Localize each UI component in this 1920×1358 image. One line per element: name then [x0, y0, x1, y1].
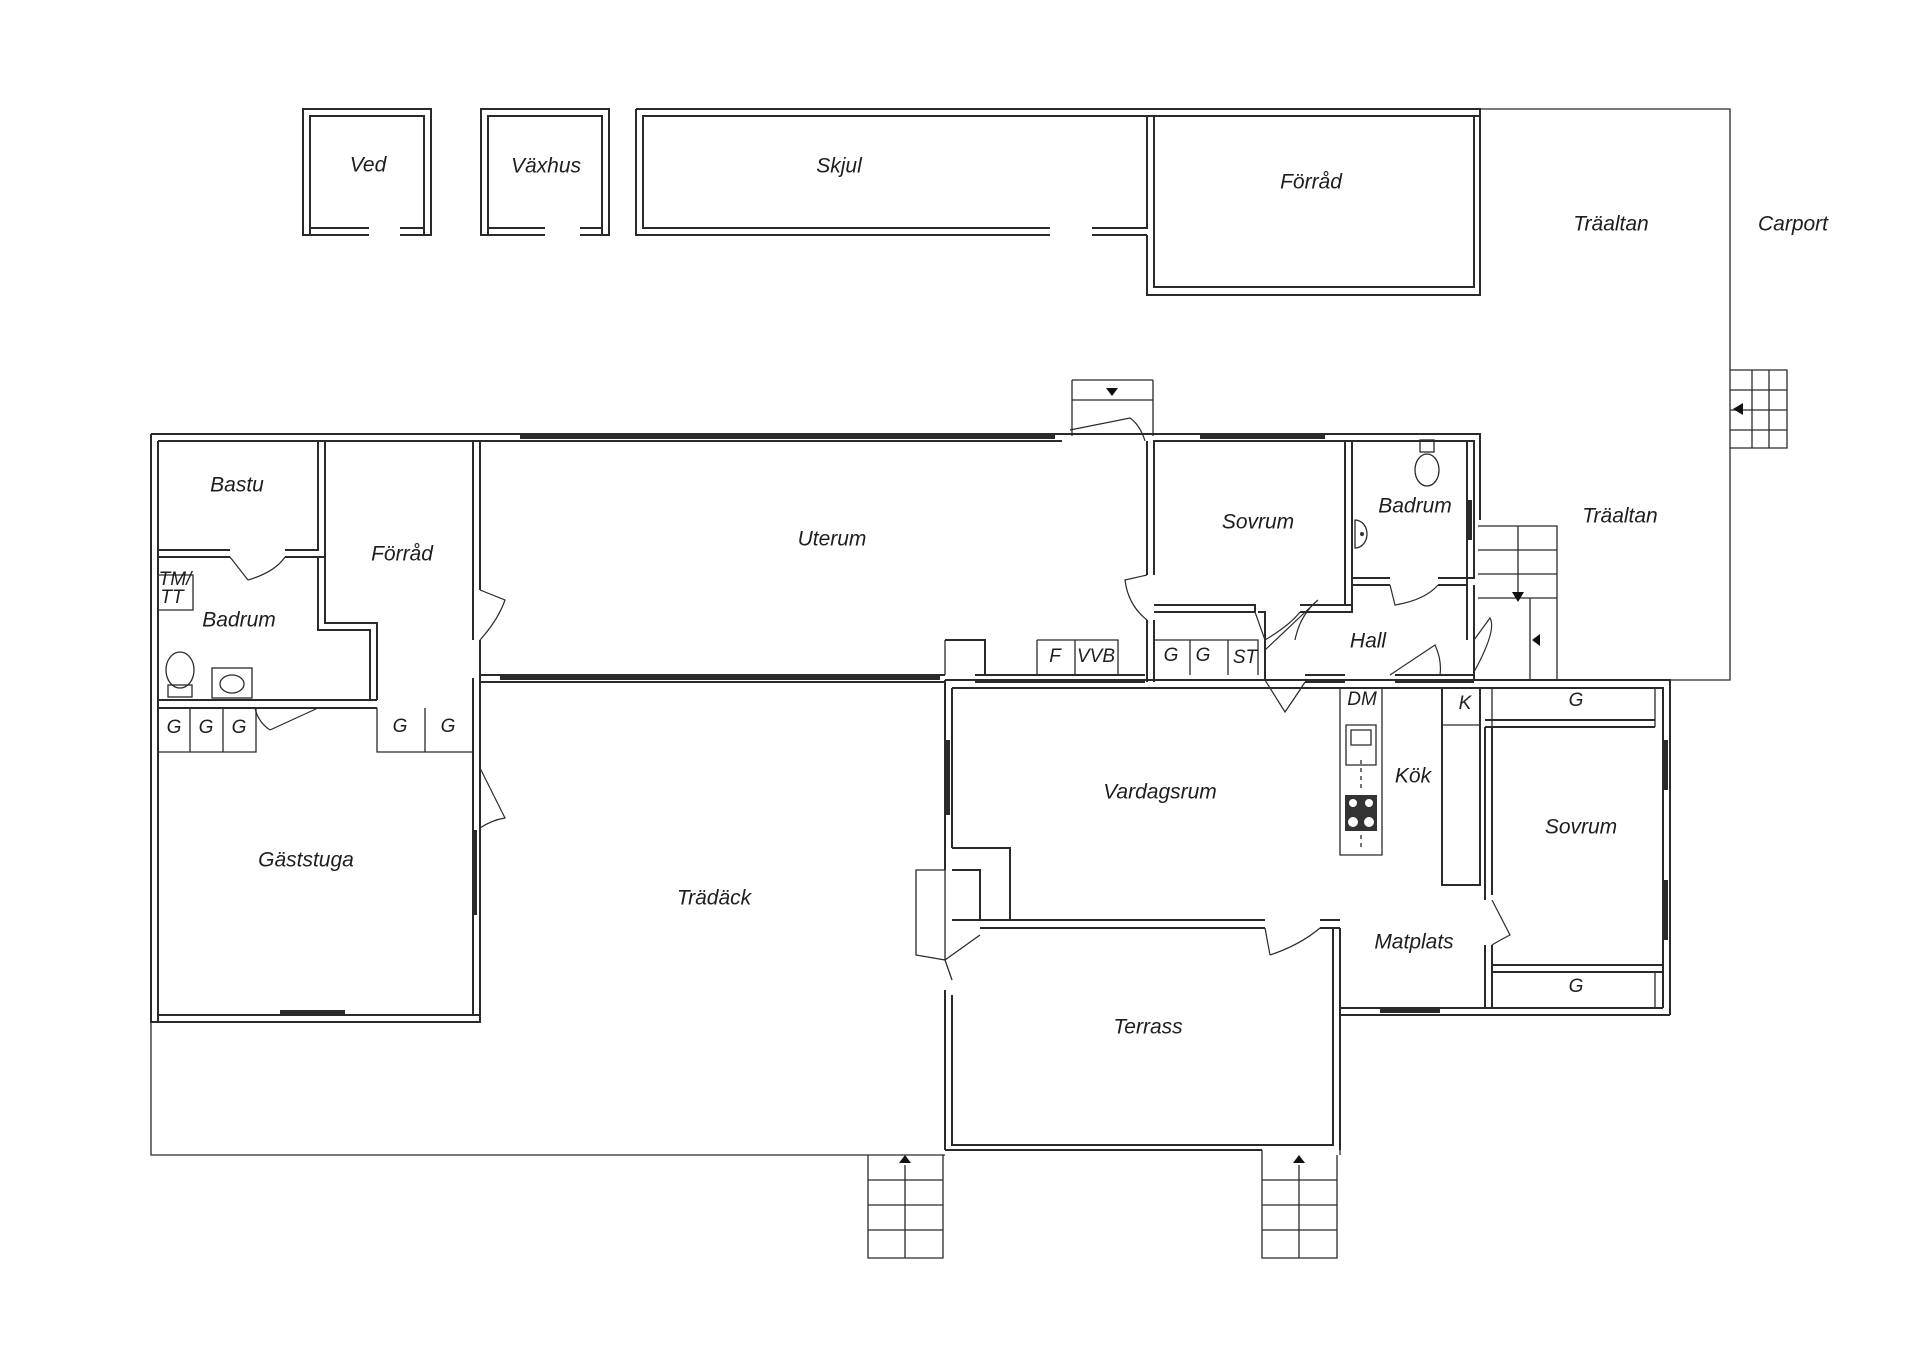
fixture-label-g: G — [1196, 645, 1211, 666]
uterum-right-wall — [1069, 417, 1155, 682]
fixture-label-g: G — [1569, 690, 1584, 711]
fixture-label-dm: DM — [1347, 689, 1377, 710]
living-area-walls — [944, 679, 1671, 1150]
sink-icon — [1354, 519, 1368, 549]
vaxhus-building — [480, 108, 610, 236]
room-label-skjul: Skjul — [816, 155, 863, 178]
room-label-badrum-right: Badrum — [1378, 495, 1452, 518]
room-label-ved: Ved — [350, 154, 388, 177]
fixture-label-tt: TT — [160, 587, 185, 608]
room-label-vaxhus: Växhus — [511, 155, 582, 178]
room-label-forrad-top: Förråd — [1280, 171, 1343, 194]
fixture-label-st: ST — [1233, 647, 1259, 668]
fixture-label-g: G — [1164, 645, 1179, 666]
uterum-stairs — [1071, 379, 1154, 436]
fixture-label-g: G — [1569, 976, 1584, 997]
room-label-traaltan-top: Träaltan — [1573, 213, 1648, 236]
fixture-label-g: G — [441, 716, 456, 737]
gaststuga-door — [479, 767, 506, 829]
room-label-traaltan-mid: Träaltan — [1582, 505, 1657, 528]
hall-walls — [1258, 599, 1493, 714]
traaltan-deck — [1480, 108, 1731, 681]
ved-building — [302, 108, 432, 236]
room-label-forrad-left: Förråd — [371, 543, 434, 566]
fixture-label-g: G — [393, 716, 408, 737]
room-label-badrum-left: Badrum — [202, 609, 276, 632]
room-label-gaststuga: Gäststuga — [258, 849, 354, 872]
room-label-carport: Carport — [1758, 213, 1829, 236]
sovrum-top-walls — [1154, 441, 1353, 641]
room-label-sovrum-right: Sovrum — [1545, 816, 1617, 839]
fixture-label-vvb: VVB — [1077, 646, 1115, 667]
bottom-stairs-left — [867, 1155, 944, 1259]
terrass-walls — [944, 928, 1341, 1151]
room-label-kok: Kök — [1395, 765, 1433, 788]
fixture-label-g: G — [167, 717, 182, 738]
toilet-left-icon — [165, 651, 195, 698]
toilet-icon — [1414, 439, 1440, 487]
bottom-stairs-right — [1261, 1150, 1338, 1259]
uterum-bottom-wall — [480, 639, 1145, 683]
room-label-bastu: Bastu — [210, 474, 264, 497]
room-label-tradack: Trädäck — [677, 887, 753, 910]
fixture-label-tm: TM/ — [159, 569, 193, 590]
badrum-right-walls — [1352, 441, 1475, 680]
sovrum-right-walls — [1441, 688, 1668, 1008]
fixture-label-k: K — [1459, 693, 1473, 714]
forrad-left-walls — [472, 441, 506, 1022]
fixture-label-g: G — [232, 717, 247, 738]
sink-left-icon — [211, 667, 253, 699]
deck-outline — [150, 1022, 1341, 1156]
room-label-hall: Hall — [1350, 630, 1388, 653]
kitchen-counter — [1339, 688, 1383, 856]
fixture-boxes-middle — [944, 639, 1259, 675]
forrad-top-building — [1146, 109, 1481, 296]
room-label-matplats: Matplats — [1374, 931, 1454, 954]
bastu-walls — [158, 441, 326, 581]
traaltan-stairs — [1478, 525, 1558, 680]
fireplace — [915, 847, 1340, 981]
room-label-terrass: Terrass — [1113, 1016, 1183, 1039]
skjul-building — [635, 108, 1481, 236]
room-label-uterum: Uterum — [798, 528, 867, 551]
room-label-sovrum-top: Sovrum — [1222, 511, 1294, 534]
room-label-vardagsrum: Vardagsrum — [1103, 781, 1217, 804]
carport-stairs — [1730, 369, 1788, 449]
storage-boxes — [157, 574, 1656, 1008]
fixture-label-f: F — [1049, 646, 1062, 667]
fixture-label-g: G — [199, 717, 214, 738]
